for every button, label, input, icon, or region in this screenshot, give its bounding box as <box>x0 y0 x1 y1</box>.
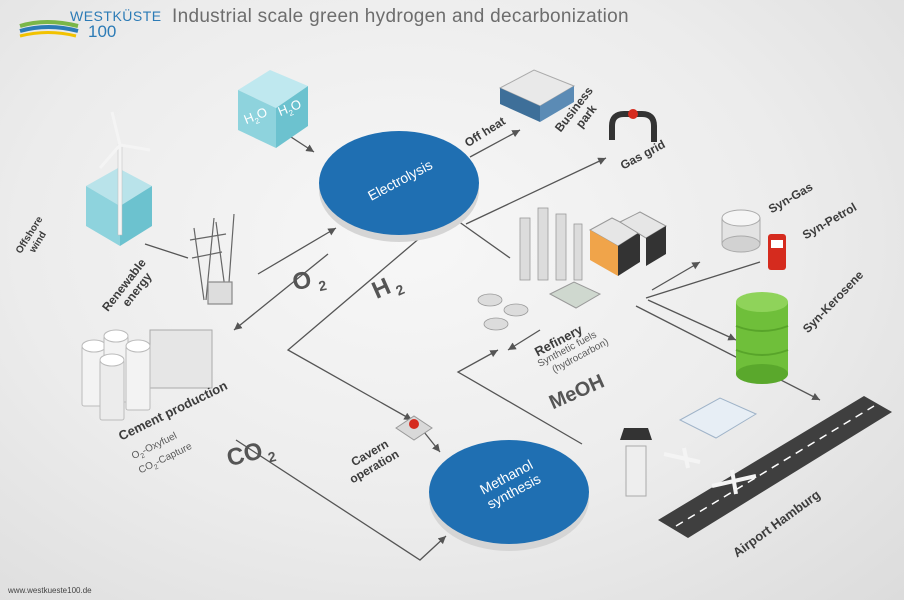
transmission-tower-icon <box>189 213 235 305</box>
business-park-icon <box>498 69 576 122</box>
kerosene-barrel-icon <box>735 292 789 384</box>
airport-icon <box>620 396 892 538</box>
methanol-synthesis-disc <box>429 440 589 551</box>
electrolysis-disc <box>319 131 479 242</box>
website-url: www.westkueste100.de <box>8 586 92 595</box>
flow-lines <box>144 121 821 561</box>
logo-text-westkueste: WESTKÜSTE <box>70 8 162 24</box>
refinery-icon <box>477 207 668 331</box>
offshore-wind-turbine-icon <box>86 111 152 246</box>
cavern-valve-icon <box>395 415 433 441</box>
gas-grid-pipe-icon <box>609 109 657 142</box>
logo-swoosh-icon <box>19 20 79 38</box>
page-title: Industrial scale green hydrogen and deca… <box>172 6 629 27</box>
westkueste-logo: WESTKÜSTE 100 <box>18 6 161 46</box>
logo-text-100: 100 <box>88 22 117 41</box>
cement-plant-icon <box>81 329 213 421</box>
water-cube-icon <box>238 70 308 148</box>
fuel-pump-icon <box>768 234 786 270</box>
syn-gas-tank-icon <box>721 209 761 253</box>
